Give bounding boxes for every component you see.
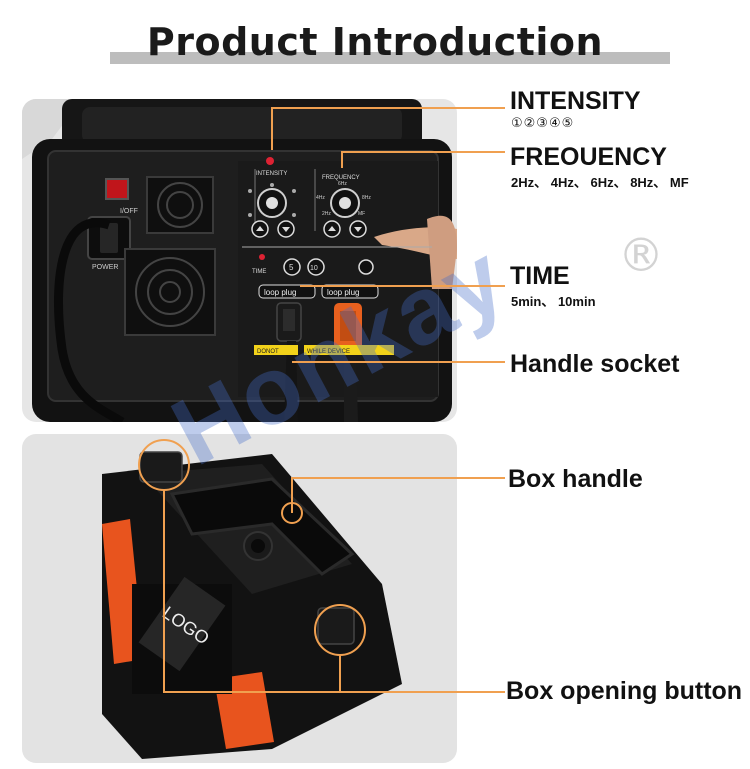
panel-time-5: 5 (289, 263, 294, 272)
panel-warning-left: DONOT (257, 349, 279, 355)
panel-frequency-label: FREQUENCY (322, 175, 360, 181)
switch-label: I/OFF (120, 208, 138, 215)
panel-freq-6: 6Hz (338, 181, 347, 187)
time-values: 5min、 10min (511, 294, 596, 309)
panel-freq-4: 4Hz (316, 195, 325, 201)
page-title: Product Introduction (146, 20, 604, 64)
control-panel-photo: I/OFF POWER INTENSITY FREQUENCY 6H (22, 99, 457, 422)
intensity-title: INTENSITY (510, 87, 641, 115)
panel-warning-right: WHILE DEVICE (307, 349, 350, 355)
power-label: POWER (92, 264, 118, 271)
handle-socket-label: Handle socket (510, 350, 680, 378)
closed-box-photo: LOGO (22, 434, 457, 763)
time-title: TIME (510, 262, 570, 290)
panel-loop-plug-1: loop plug (264, 288, 296, 297)
registered-mark: ® (618, 228, 664, 282)
panel-time-10: 10 (310, 265, 318, 272)
intensity-levels: ①②③④⑤ (511, 116, 575, 131)
box-opening-button-label: Box opening button (506, 677, 743, 705)
panel-freq-2: 2Hz (322, 211, 331, 217)
panel-freq-mf: MF (358, 211, 365, 217)
box-handle-label: Box handle (508, 465, 643, 493)
panel-freq-8: 8Hz (362, 195, 371, 201)
frequency-title: FREOUENCY (510, 143, 667, 171)
title-underline-bar (110, 52, 670, 64)
panel-intensity-label: INTENSITY (256, 171, 287, 177)
frequency-values: 2Hz、 4Hz、 6Hz、 8Hz、 MF (511, 175, 689, 190)
panel-time-label: TIME (252, 269, 266, 275)
panel-loop-plug-2: loop plug (327, 288, 359, 297)
